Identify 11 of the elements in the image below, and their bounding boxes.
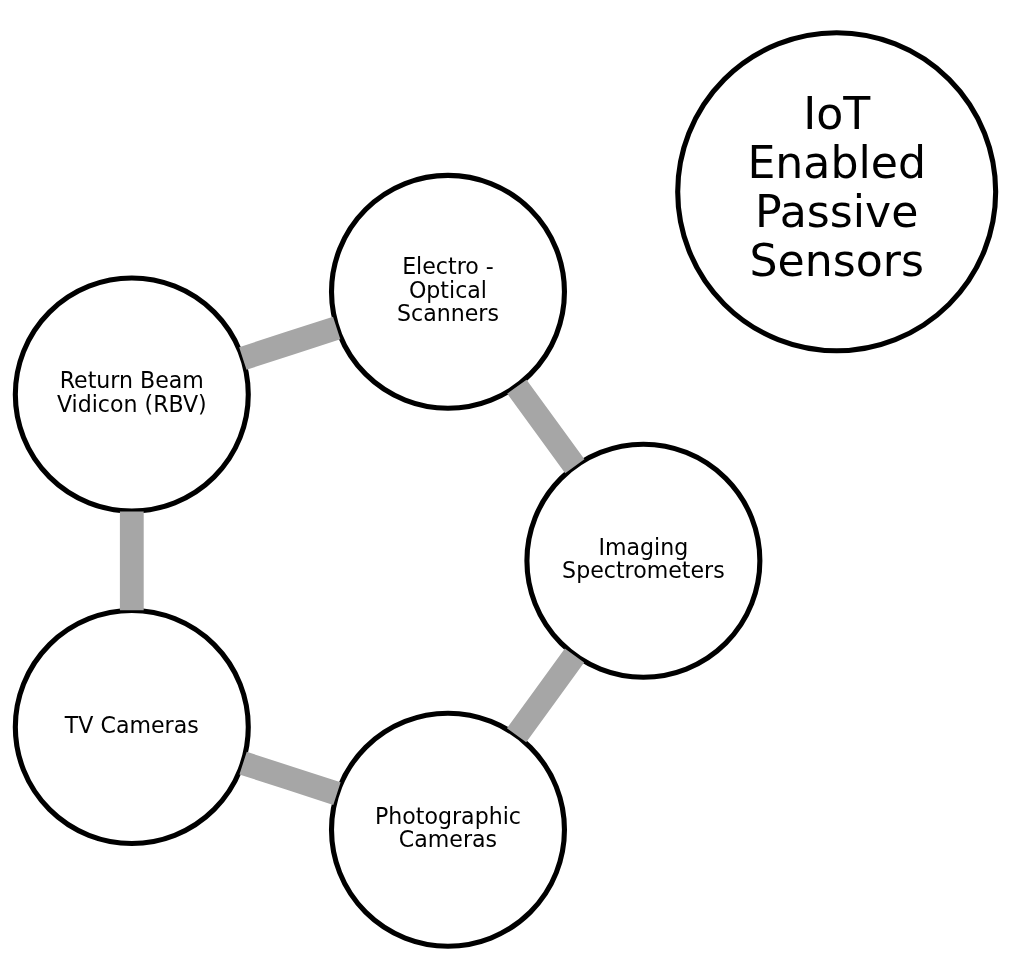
connector	[507, 379, 585, 473]
connector	[239, 751, 341, 805]
node-circle: TV Cameras	[12, 607, 251, 846]
connector	[239, 316, 341, 370]
node-circle: Electro - Optical Scanners	[328, 172, 567, 411]
node-circle: IoT Enabled Passive Sensors	[675, 29, 999, 353]
node-circle: Imaging Spectrometers	[524, 441, 763, 680]
node-circle: Photographic Cameras	[328, 710, 567, 949]
connector	[506, 648, 585, 742]
connector	[119, 511, 144, 610]
node-circle: Return Beam Vidicon (RBV)	[12, 275, 251, 514]
